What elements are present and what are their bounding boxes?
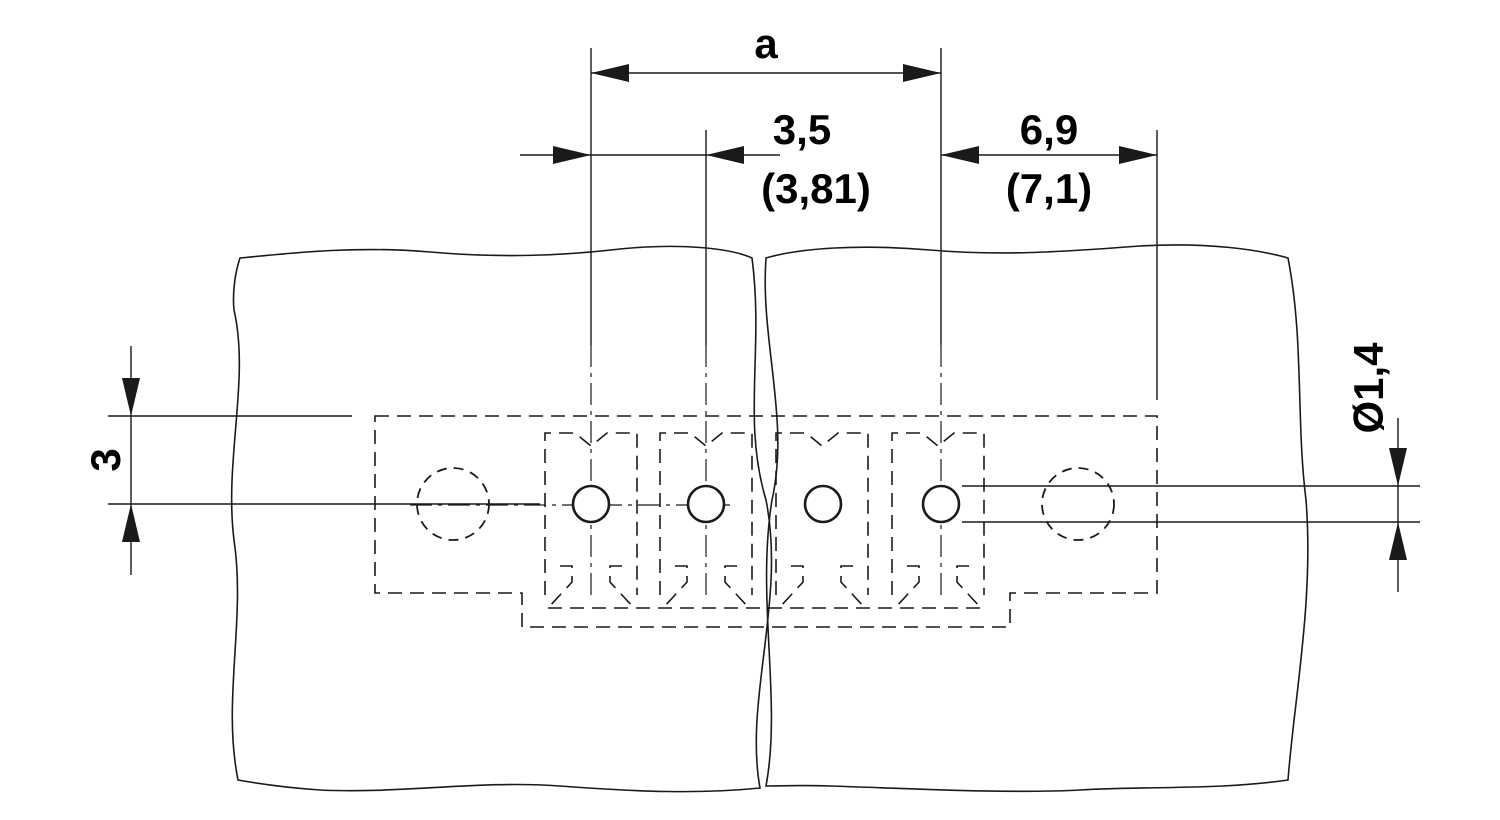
dimension-pitch-alt-label: (3,81)	[761, 165, 871, 212]
pin-hole-4	[921, 484, 961, 524]
dimension-pitch	[520, 146, 780, 164]
dimension-edge-alt-label: (7,1)	[1006, 165, 1092, 212]
dimension-edge-label: 6,9	[1020, 106, 1078, 153]
dimension-pitch-label: 3,5	[773, 106, 831, 153]
board-section-right	[764, 244, 1309, 793]
dimension-hole-diameter-label: Ø1,4	[1345, 342, 1392, 434]
mounting-hole-right	[1041, 467, 1115, 541]
pin-hole-1	[571, 484, 611, 524]
pin-center-lines	[410, 345, 942, 595]
dimension-row-offset-label: 3	[82, 448, 129, 471]
pin-hole-2	[686, 484, 726, 524]
dimension-hole-diameter	[1389, 418, 1407, 592]
dimension-edge	[941, 146, 1157, 164]
connector-outline-hidden	[374, 415, 1158, 628]
extension-lines	[108, 48, 1420, 523]
dimension-a	[591, 64, 941, 82]
dimension-a-label: a	[754, 20, 778, 67]
pin-housings-hidden	[544, 432, 986, 609]
dimension-row-offset	[122, 346, 140, 575]
pin-hole-3	[803, 484, 843, 524]
board-section-left	[230, 245, 773, 793]
